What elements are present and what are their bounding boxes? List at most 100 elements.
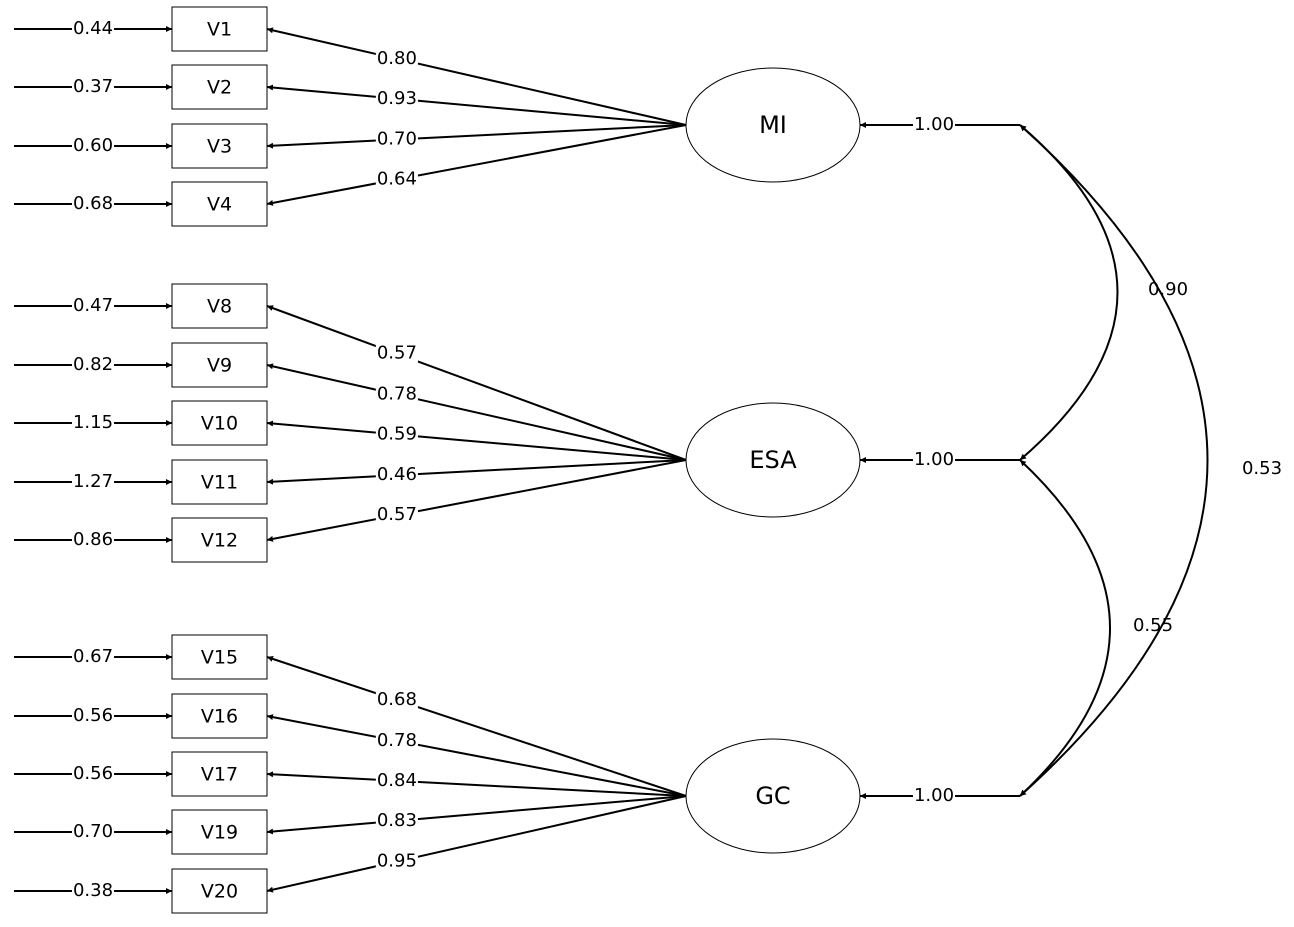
error-variance-v4: 0.68	[73, 193, 113, 214]
correlation-value-mi-esa-bg	[1146, 280, 1190, 299]
indicator-box-v12	[171, 517, 268, 563]
indicator-box-v2	[171, 64, 268, 110]
correlation-curve-mi-esa	[1019, 124, 1119, 461]
loading-value-v16-bg	[375, 730, 418, 750]
error-variance-v3-bg	[71, 136, 115, 155]
loading-path-v17	[266, 771, 687, 797]
loading-path-v3	[266, 124, 687, 149]
loading-value-v19: 0.83	[377, 810, 417, 831]
error-variance-v2-bg	[71, 77, 115, 96]
error-variance-v15: 0.67	[73, 646, 113, 667]
loading-value-v3-bg	[375, 129, 418, 149]
factor-label-gc: GC	[755, 782, 790, 810]
loading-value-v16: 0.78	[377, 730, 417, 751]
factor-variance-gc-bg	[912, 786, 956, 805]
loading-value-v11-bg	[375, 465, 418, 485]
indicator-label-v11: V11	[201, 472, 238, 494]
loading-value-v9: 0.78	[377, 383, 417, 404]
loading-value-v4-bg	[375, 169, 418, 189]
indicator-label-v20: V20	[201, 881, 238, 903]
loading-path-v16	[266, 714, 687, 797]
loading-value-v20: 0.95	[377, 851, 417, 872]
error-variance-v15-bg	[71, 647, 115, 666]
loading-value-v15: 0.68	[377, 689, 417, 710]
indicator-box-v10	[171, 400, 268, 446]
loading-path-v15	[266, 656, 687, 797]
error-variance-v17-bg	[71, 764, 115, 783]
indicator-box-v16	[171, 693, 268, 739]
factor-label-esa: ESA	[749, 446, 797, 474]
error-variance-v2: 0.37	[73, 76, 113, 97]
indicator-box-v1	[171, 6, 268, 52]
indicator-box-v17	[171, 751, 268, 797]
error-variance-v9-bg	[71, 355, 115, 374]
loading-value-v2-bg	[375, 88, 418, 108]
correlation-value-mi-esa: 0.90	[1148, 279, 1188, 300]
error-variance-v1-bg	[71, 19, 115, 38]
error-variance-v16: 0.56	[73, 705, 113, 726]
indicator-label-v4: V4	[207, 194, 232, 216]
error-variance-v17: 0.56	[73, 763, 113, 784]
indicator-box-v4	[171, 181, 268, 227]
loading-path-v12	[266, 459, 687, 542]
loading-path-v9	[266, 363, 687, 461]
correlation-curve-mi-gc	[1019, 124, 1209, 797]
error-variance-v16-bg	[71, 706, 115, 725]
error-variance-v1: 0.44	[73, 18, 113, 39]
indicator-label-v19: V19	[201, 822, 238, 844]
loading-value-v8-bg	[375, 343, 418, 363]
loading-value-v17: 0.84	[377, 770, 417, 791]
correlation-curve-esa-gc	[1019, 459, 1111, 797]
error-variance-v10-bg	[71, 413, 115, 432]
loading-value-v12: 0.57	[377, 504, 417, 525]
indicator-box-v3	[171, 123, 268, 169]
error-variance-v19: 0.70	[73, 821, 113, 842]
indicator-label-v12: V12	[201, 530, 238, 552]
indicator-box-v20	[171, 868, 268, 914]
loading-value-v1-bg	[375, 48, 418, 68]
loading-value-v3: 0.70	[377, 128, 417, 149]
loading-path-v20	[266, 795, 687, 893]
error-variance-v8: 0.47	[73, 295, 113, 316]
indicator-label-v8: V8	[207, 296, 232, 318]
error-variance-v11: 1.27	[73, 471, 113, 492]
error-variance-v11-bg	[71, 472, 115, 491]
loading-value-v2: 0.93	[377, 88, 417, 109]
correlation-value-mi-gc-bg	[1240, 459, 1284, 478]
indicator-label-v16: V16	[201, 706, 238, 728]
factor-variance-esa: 1.00	[914, 449, 954, 470]
loading-value-v11: 0.46	[377, 464, 417, 485]
error-variance-v10: 1.15	[73, 412, 113, 433]
indicator-label-v15: V15	[201, 647, 238, 669]
factor-variance-esa-bg	[912, 450, 956, 469]
error-variance-v4-bg	[71, 194, 115, 213]
loading-value-v10: 0.59	[377, 423, 417, 444]
indicator-label-v3: V3	[207, 136, 232, 158]
loading-path-v19	[266, 795, 687, 835]
loading-value-v4: 0.64	[377, 169, 417, 190]
indicator-box-v8	[171, 283, 268, 329]
factor-variance-mi: 1.00	[914, 114, 954, 135]
indicator-label-v2: V2	[207, 77, 232, 99]
loading-path-v1	[266, 27, 687, 126]
indicator-box-v15	[171, 634, 268, 680]
loading-path-v4	[266, 124, 687, 206]
indicator-label-v1: V1	[207, 19, 232, 41]
loading-value-v17-bg	[375, 770, 418, 790]
factor-variance-gc: 1.00	[914, 785, 954, 806]
indicator-box-v11	[171, 459, 268, 505]
error-variance-v20: 0.38	[73, 880, 113, 901]
correlation-value-esa-gc: 0.55	[1133, 615, 1173, 636]
loading-value-v1: 0.80	[377, 48, 417, 69]
loading-value-v15-bg	[375, 690, 418, 710]
error-variance-v20-bg	[71, 881, 115, 900]
correlation-value-mi-gc: 0.53	[1242, 458, 1282, 479]
indicator-box-v19	[171, 809, 268, 855]
error-variance-v9: 0.82	[73, 354, 113, 375]
loading-value-v19-bg	[375, 810, 418, 830]
error-variance-v3: 0.60	[73, 135, 113, 156]
error-variance-v8-bg	[71, 296, 115, 315]
loading-path-v8	[266, 305, 687, 461]
factor-variance-mi-bg	[912, 115, 956, 134]
